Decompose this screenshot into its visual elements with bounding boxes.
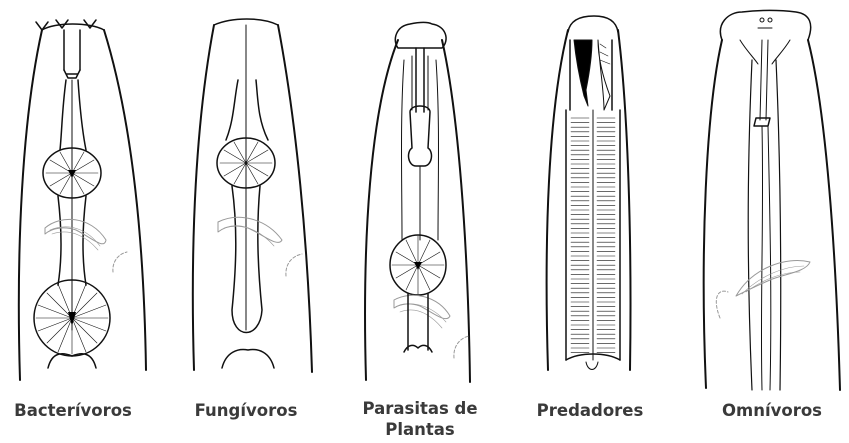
- omnivore-nematode-head: [704, 11, 840, 391]
- plant-parasite-nematode-head: [365, 23, 470, 383]
- caption-bacterivoros: Bacterívoros: [8, 400, 138, 421]
- predator-nematode-head: [547, 16, 631, 370]
- caption-predadores: Predadores: [534, 400, 646, 421]
- caption-fungivoros: Fungívoros: [188, 400, 304, 421]
- fungivore-nematode-head: [193, 19, 312, 372]
- bacterivore-nematode-head: [19, 20, 146, 380]
- caption-omnivoros: Omnívoros: [712, 400, 832, 421]
- caption-parasitas-de-plantas: Parasitas de Plantas: [360, 398, 480, 440]
